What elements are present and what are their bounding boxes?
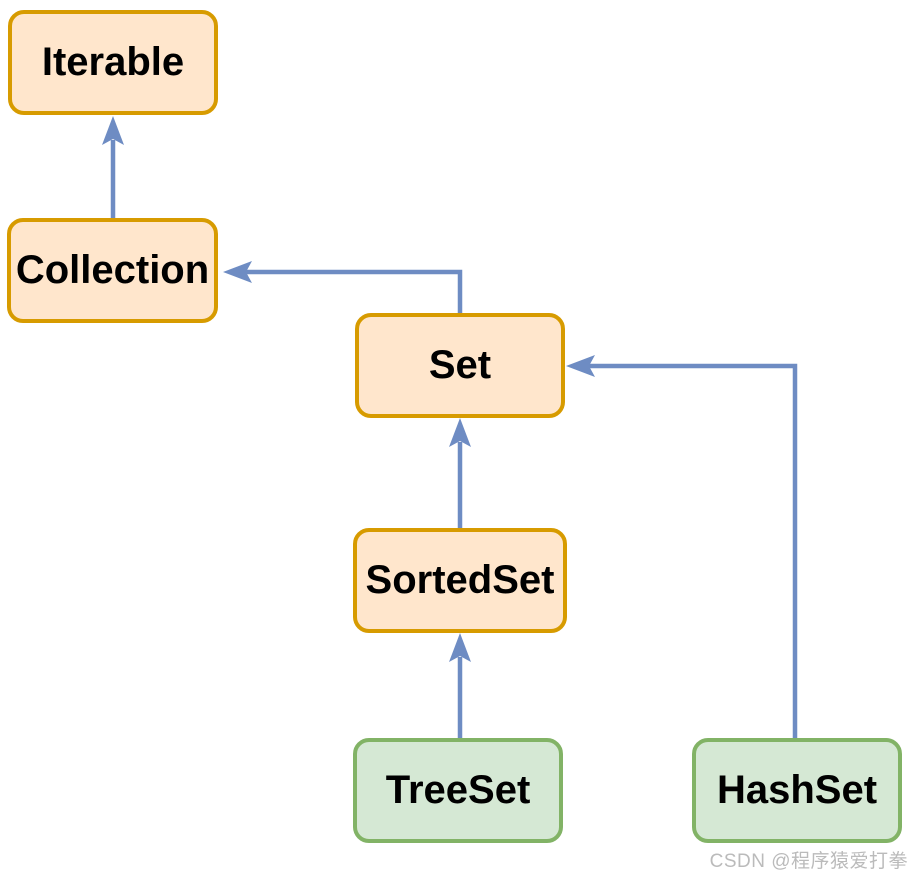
node-collection-label: Collection xyxy=(15,248,210,292)
watermark: CSDN @程序猿爱打拳 xyxy=(709,851,908,872)
node-set: Set xyxy=(355,313,565,418)
node-treeset: TreeSet xyxy=(353,738,563,843)
node-hashset: HashSet xyxy=(692,738,902,843)
edge-hashset-to-set xyxy=(589,363,798,738)
arrowhead-left-collection xyxy=(223,261,252,283)
node-sortedset-label: SortedSet xyxy=(365,558,555,602)
arrowhead-up-sortedset xyxy=(449,633,471,662)
arrowhead-up-iterable xyxy=(102,116,124,145)
edge-set-to-collection xyxy=(246,269,463,313)
arrowhead-left-set xyxy=(566,355,595,377)
node-hashset-label: HashSet xyxy=(716,768,878,812)
node-collection: Collection xyxy=(7,218,218,323)
node-sortedset: SortedSet xyxy=(353,528,567,633)
node-iterable-label: Iterable xyxy=(41,40,185,84)
node-treeset-label: TreeSet xyxy=(385,768,531,812)
node-set-label: Set xyxy=(428,343,492,387)
arrowhead-up-set xyxy=(449,418,471,447)
node-iterable: Iterable xyxy=(8,10,218,115)
